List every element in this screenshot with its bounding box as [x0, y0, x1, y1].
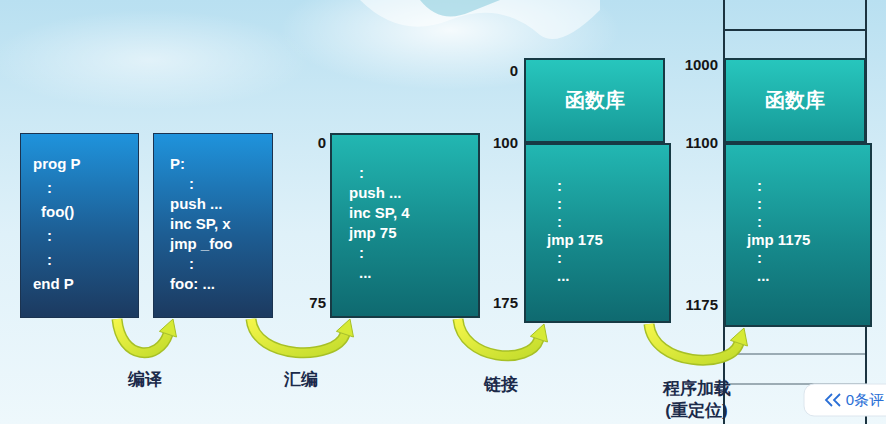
- code-box: P::push ...inc SP, xjmp _foo:foo: ...: [153, 133, 273, 318]
- step-label: 编译: [128, 369, 162, 391]
- code-line: :: [757, 177, 870, 195]
- library-box: 函数库: [724, 58, 866, 143]
- code-box: :push ...inc SP, 4jmp 75:...: [330, 133, 480, 318]
- curved-arrow: [117, 319, 168, 353]
- arrow-outline: [117, 319, 168, 353]
- library-title: 函数库: [565, 87, 625, 114]
- code-line: inc SP, 4: [349, 203, 478, 223]
- code-line: :: [757, 195, 870, 213]
- code-line: end P: [33, 272, 138, 296]
- code-line: push ...: [349, 183, 478, 203]
- code-line: jmp 75: [349, 223, 478, 243]
- library-title: 函数库: [765, 87, 825, 114]
- code-line: :: [47, 176, 138, 200]
- code-box: :::jmp 175:...: [524, 143, 671, 323]
- code-line: :: [757, 213, 870, 231]
- code-line: :: [359, 243, 478, 263]
- curved-arrow: [649, 324, 739, 360]
- splash-shape: [420, 0, 500, 16]
- address-label: 175: [493, 294, 518, 312]
- arrow-outline: [458, 319, 539, 356]
- splash-shape: [360, 0, 600, 39]
- code-line: jmp _foo: [170, 234, 272, 254]
- arrow-outline: [251, 319, 345, 353]
- splash-glow: [0, 10, 310, 110]
- address-label: 0: [510, 62, 518, 80]
- code-line: :: [189, 254, 272, 274]
- code-line: :: [47, 248, 138, 272]
- code-box: :::jmp 1175:...: [724, 143, 872, 327]
- address-label: 75: [309, 294, 326, 312]
- step-label: 汇编: [284, 369, 318, 391]
- code-line: ...: [757, 267, 870, 285]
- curved-arrow: [251, 319, 345, 353]
- comment-count: 0条评: [846, 391, 884, 409]
- code-line: :: [359, 163, 478, 183]
- arrow-head: [730, 328, 747, 346]
- address-label: 1000: [685, 56, 718, 74]
- code-line: foo(): [41, 200, 138, 224]
- code-line: :: [557, 249, 669, 267]
- address-label: 100: [493, 134, 518, 152]
- arrow-head: [336, 319, 353, 337]
- code-line: inc SP, x: [170, 214, 272, 234]
- address-label: 1100: [685, 134, 718, 152]
- memory-cell-line: [724, 29, 866, 31]
- code-line: :: [47, 224, 138, 248]
- code-line: jmp 1175: [747, 231, 870, 249]
- chevron-icon: [826, 394, 840, 406]
- code-line: prog P: [33, 152, 138, 176]
- address-label: 0: [318, 134, 326, 152]
- code-line: jmp 175: [547, 231, 669, 249]
- code-line: :: [757, 249, 870, 267]
- code-line: :: [557, 177, 669, 195]
- code-line: :: [189, 174, 272, 194]
- arrow-head: [530, 324, 547, 342]
- arrow-head: [159, 319, 176, 337]
- step-label: 程序加载 (重定位): [659, 378, 735, 422]
- code-box: prog P:foo()::end P: [20, 133, 139, 318]
- code-line: :: [557, 195, 669, 213]
- address-label: 1175: [685, 296, 718, 314]
- memory-cell-line: [724, 353, 866, 355]
- code-line: :: [557, 213, 669, 231]
- curved-arrow: [458, 319, 539, 356]
- step-label: 链接: [484, 374, 518, 396]
- code-line: ...: [557, 267, 669, 285]
- code-line: P:: [170, 154, 272, 174]
- arrow-outline: [649, 324, 739, 360]
- library-box: 函数库: [524, 58, 665, 143]
- code-line: foo: ...: [170, 274, 272, 294]
- code-line: push ...: [170, 194, 272, 214]
- code-line: ...: [359, 263, 478, 283]
- comment-widget: [804, 384, 886, 416]
